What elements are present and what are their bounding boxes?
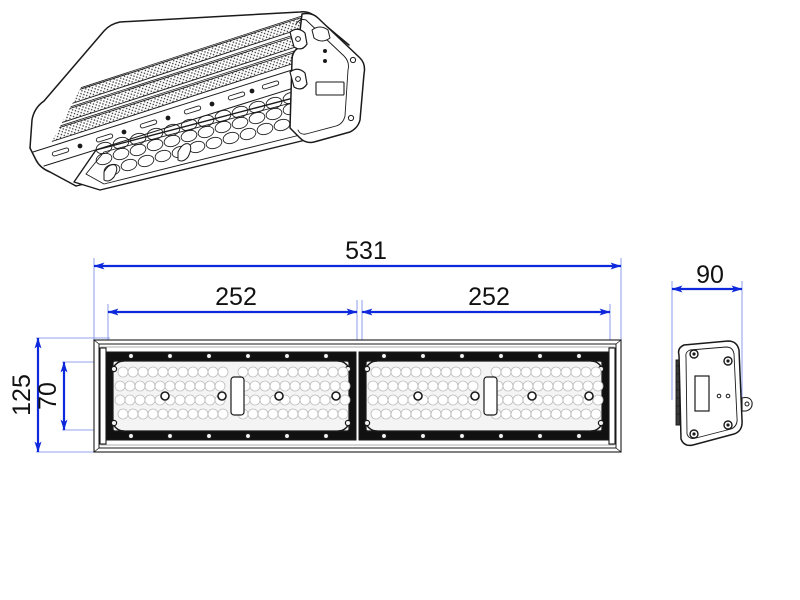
module-left-fasteners [160, 391, 341, 401]
dimension-module-right-text: 252 [468, 283, 510, 311]
dimension-lens-height: 70 [34, 361, 68, 431]
front-led-module-left [105, 351, 357, 441]
module-left-edge-screws [127, 352, 330, 440]
dimension-overall-height: 125 [8, 337, 42, 453]
side-corner-screws [689, 349, 733, 439]
module-left-label [230, 376, 245, 416]
front-view [36, 258, 622, 453]
dimension-overall-length: 531 [93, 237, 622, 270]
dimension-depth-text: 90 [696, 261, 724, 289]
side-view [671, 281, 753, 447]
side-housing [675, 340, 753, 447]
iso-end-cap [289, 12, 366, 144]
module-right-label [483, 376, 498, 416]
module-right-fasteners [413, 391, 594, 401]
dimension-depth: 90 [671, 261, 743, 293]
module-right-edge-screws [380, 352, 583, 440]
iso-vent-slots [32, 69, 301, 167]
lens-grid-left [114, 366, 351, 420]
dimension-lens-height-text: 70 [34, 382, 62, 410]
dimension-overall-length-text: 531 [345, 237, 387, 265]
side-extension-lines [671, 281, 743, 400]
isometric-view [29, 11, 366, 191]
front-led-module-right [358, 351, 610, 441]
dimension-module-left: 252 [107, 283, 358, 316]
dimension-module-left-text: 252 [215, 283, 257, 311]
dimension-overall-height-text: 125 [8, 374, 36, 416]
dimension-annotations: 531 252 252 125 70 90 [8, 237, 743, 453]
lens-grid-right [367, 366, 604, 420]
iso-nameplate [315, 81, 345, 96]
side-nameplate [694, 375, 710, 412]
front-end-caps [99, 347, 616, 445]
side-fin-strip [675, 359, 681, 426]
dimension-module-right: 252 [361, 283, 611, 316]
